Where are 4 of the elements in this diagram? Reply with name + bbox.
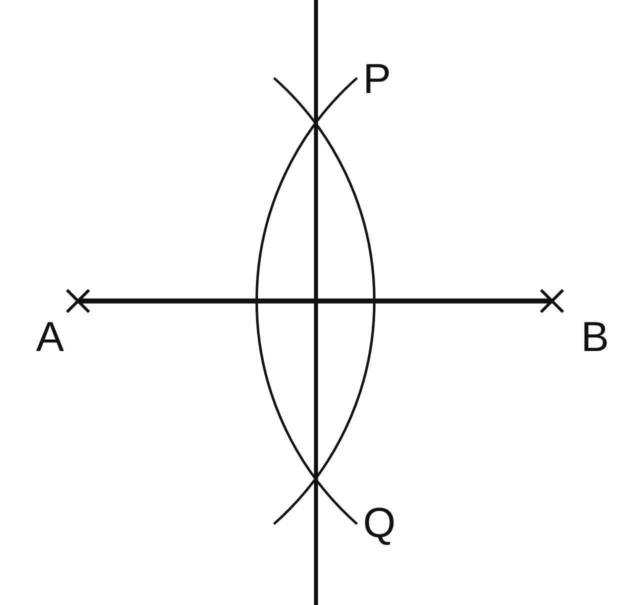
point-label: Q [363,502,396,544]
point-label: P [363,58,392,100]
point-label: B [581,316,610,358]
point-label: A [36,316,64,358]
